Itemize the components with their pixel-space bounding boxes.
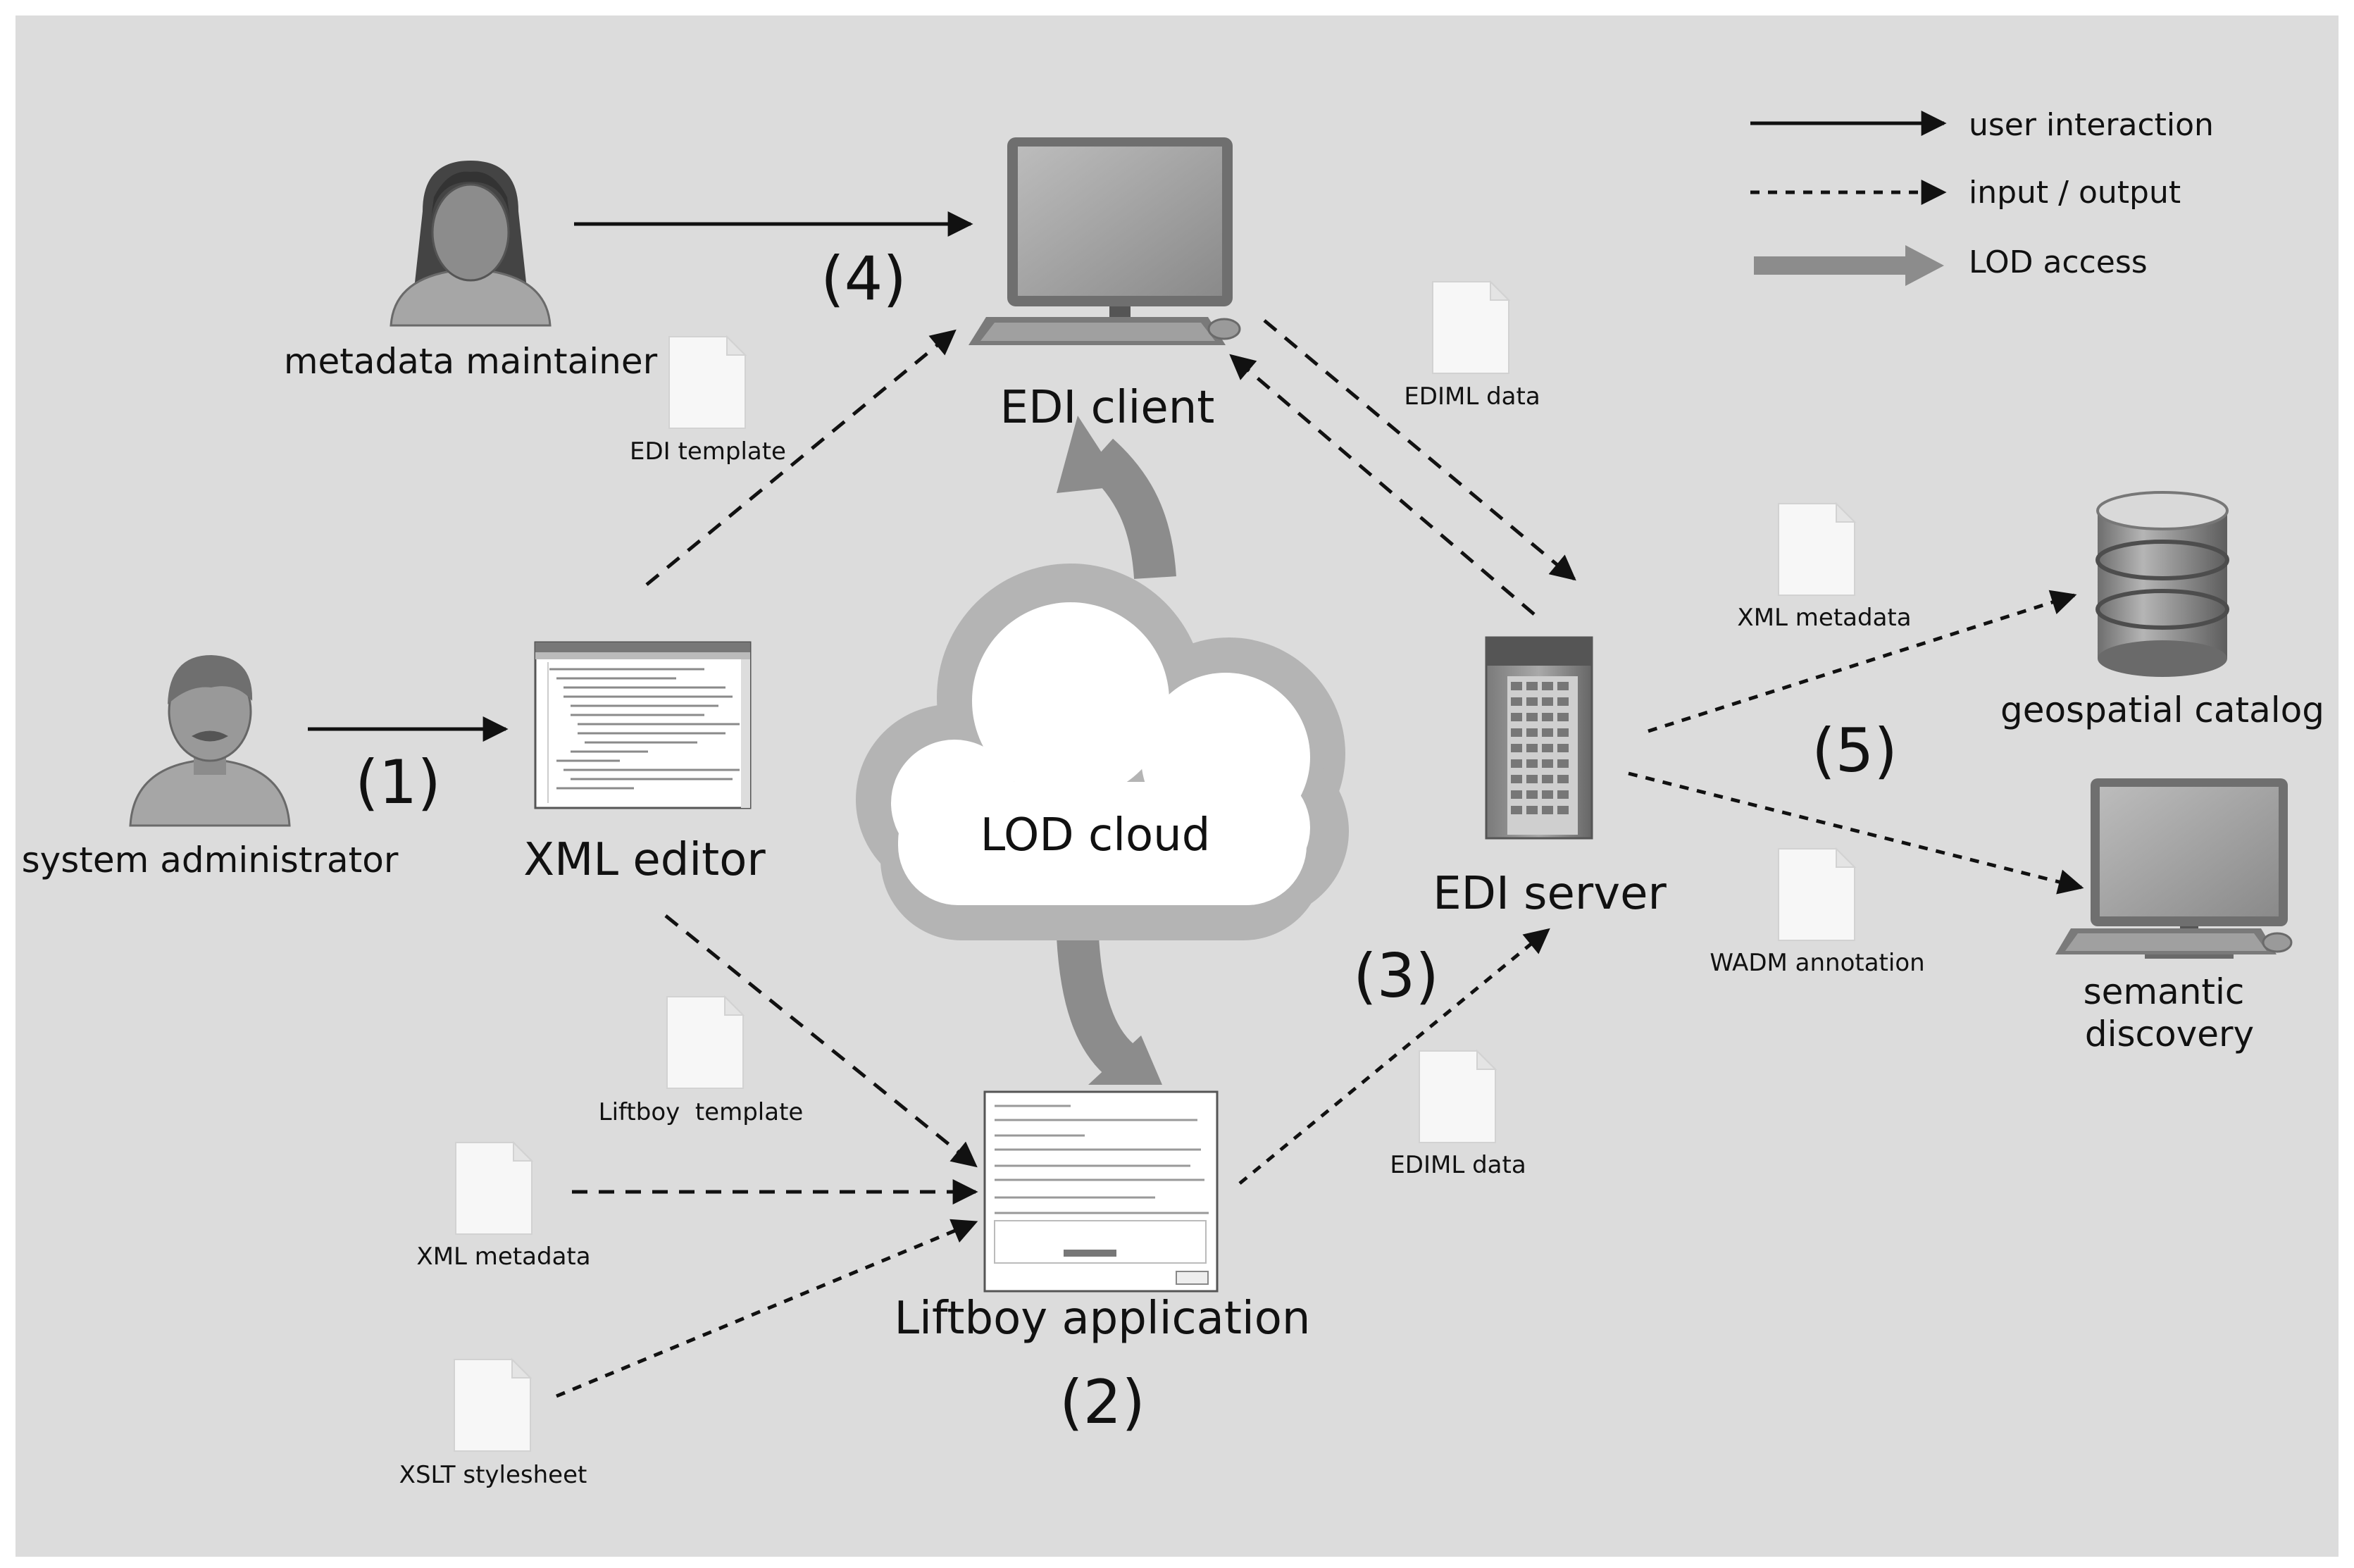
semantic-discovery-label-line2: discovery <box>2085 1014 2254 1054</box>
lod-access-arrows <box>1057 416 1176 1085</box>
system-administrator-label: system administrator <box>22 840 399 881</box>
edi-client-label: EDI client <box>1000 382 1215 434</box>
doc-liftboy-template <box>666 995 745 1089</box>
lod-arrow-to-edi-client <box>1084 438 1176 580</box>
doc-wadm-annotation-label: WADM annotation <box>1710 949 1924 977</box>
xml-editor-screenshot <box>534 641 752 809</box>
arrow-xml-editor-to-liftboy <box>664 914 978 1168</box>
doc-xml-metadata-left-label: XML metadata <box>416 1243 590 1271</box>
legend: user interaction input / output LOD acce… <box>1750 107 2214 286</box>
doc-xslt-stylesheet-label: XSLT stylesheet <box>399 1461 587 1489</box>
step-5-label: (5) <box>1812 716 1898 786</box>
doc-xml-metadata-right-label: XML metadata <box>1737 604 1911 632</box>
flow-arrows <box>308 211 2084 1398</box>
legend-lod-arrow-head <box>1905 245 1944 286</box>
metadata-maintainer-label: metadata maintainer <box>284 341 658 382</box>
edi-client-computer <box>969 137 1241 345</box>
semantic-discovery-label-line1: semantic <box>2084 971 2245 1012</box>
liftboy-application-label: Liftboy application <box>895 1293 1311 1345</box>
system-administrator-icon <box>129 655 291 827</box>
edi-server-tower <box>1485 636 1593 840</box>
lod-cloud: LOD cloud <box>856 564 1349 940</box>
arrow-server-to-client <box>1229 354 1536 616</box>
doc-xml-metadata-left <box>455 1140 534 1235</box>
lod-arrow-to-edi-client-head <box>1057 416 1123 493</box>
doc-ediml-data-bottom-label: EDIML data <box>1390 1151 1526 1179</box>
geospatial-catalog-label: geospatial catalog <box>2000 690 2324 730</box>
arrow-xslt-to-liftboy <box>556 1219 978 1398</box>
doc-edi-template-label: EDI template <box>630 437 786 466</box>
doc-ediml-data-top-label: EDIML data <box>1404 382 1540 411</box>
doc-xslt-stylesheet <box>454 1357 533 1452</box>
doc-edi-template <box>668 335 747 429</box>
doc-ediml-data-top <box>1432 280 1511 374</box>
arrow-server-to-catalog <box>1648 590 2077 733</box>
step-4-label: (4) <box>821 244 907 314</box>
doc-wadm-annotation <box>1778 847 1857 941</box>
legend-lod-access: LOD access <box>1969 244 2148 280</box>
legend-input-output: input / output <box>1969 175 2181 211</box>
liftboy-application-screenshot <box>983 1090 1219 1293</box>
metadata-maintainer-icon <box>390 161 552 327</box>
step-3-label: (3) <box>1353 941 1439 1012</box>
arrow-liftboy-to-server <box>1238 928 1550 1185</box>
xml-editor-label: XML editor <box>523 834 766 886</box>
step-2-label: (2) <box>1059 1367 1145 1438</box>
doc-xml-metadata-right <box>1778 502 1857 596</box>
lod-arrow-to-liftboy-head <box>1088 1035 1162 1085</box>
doc-liftboy-template-label: Liftboy template <box>599 1098 804 1126</box>
legend-lod-arrow-shaft <box>1754 256 1909 275</box>
arrow-server-to-semantic-discovery <box>1628 771 2084 895</box>
edi-server-label: EDI server <box>1433 868 1667 920</box>
step-1-label: (1) <box>355 747 441 818</box>
lod-cloud-label: LOD cloud <box>980 809 1211 861</box>
legend-user-interaction: user interaction <box>1969 107 2214 143</box>
arrow-client-to-server <box>1263 319 1576 581</box>
semantic-discovery-computer <box>2055 778 2293 959</box>
geospatial-catalog-database <box>2095 491 2229 677</box>
lod-arrow-to-liftboy <box>1057 935 1135 1076</box>
arrow-xml-editor-to-client <box>645 329 957 586</box>
doc-ediml-data-bottom <box>1419 1049 1497 1143</box>
